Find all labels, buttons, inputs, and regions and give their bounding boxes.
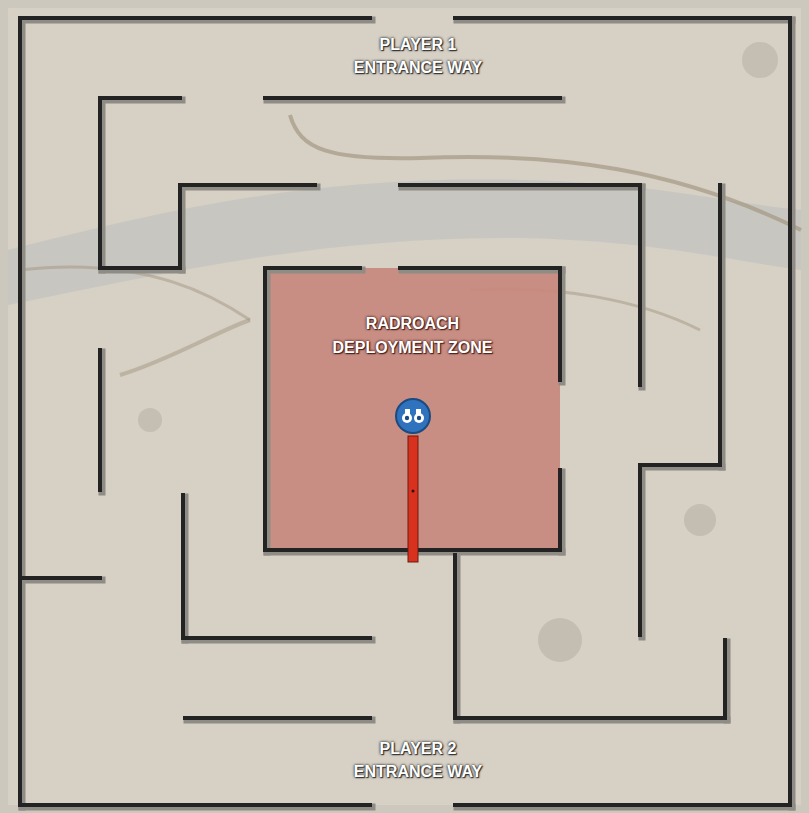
wall: [640, 463, 720, 467]
wall: [98, 350, 102, 490]
wall: [265, 266, 360, 270]
wall: [638, 465, 642, 635]
wall: [18, 18, 22, 805]
wall: [455, 16, 790, 20]
wall: [183, 636, 370, 640]
wall: [263, 268, 267, 550]
wall: [100, 266, 180, 270]
wall: [185, 716, 370, 720]
wall: [455, 716, 725, 720]
wall: [180, 183, 315, 187]
wall: [558, 470, 562, 550]
wall: [638, 185, 642, 385]
wall: [400, 266, 560, 270]
entrance-label: PLAYER 2 ENTRANCE WAY: [348, 737, 488, 783]
wall: [20, 576, 100, 580]
wall: [265, 96, 560, 100]
wall: [718, 185, 722, 465]
wall: [558, 268, 562, 380]
wall: [723, 640, 727, 718]
wall: [455, 803, 790, 807]
wall: [178, 185, 182, 268]
wall: [181, 495, 185, 638]
wall: [400, 183, 640, 187]
deployment-zone: RADROACH DEPLOYMENT ZONE: [265, 268, 560, 550]
wall: [100, 96, 180, 100]
wall: [453, 555, 457, 718]
zone-title: RADROACH DEPLOYMENT ZONE: [328, 312, 498, 360]
entrance-label: PLAYER 1 ENTRANCE WAY: [348, 33, 488, 79]
wall: [20, 16, 370, 20]
wall: [788, 18, 792, 805]
wall: [98, 98, 102, 268]
wall: [20, 803, 370, 807]
